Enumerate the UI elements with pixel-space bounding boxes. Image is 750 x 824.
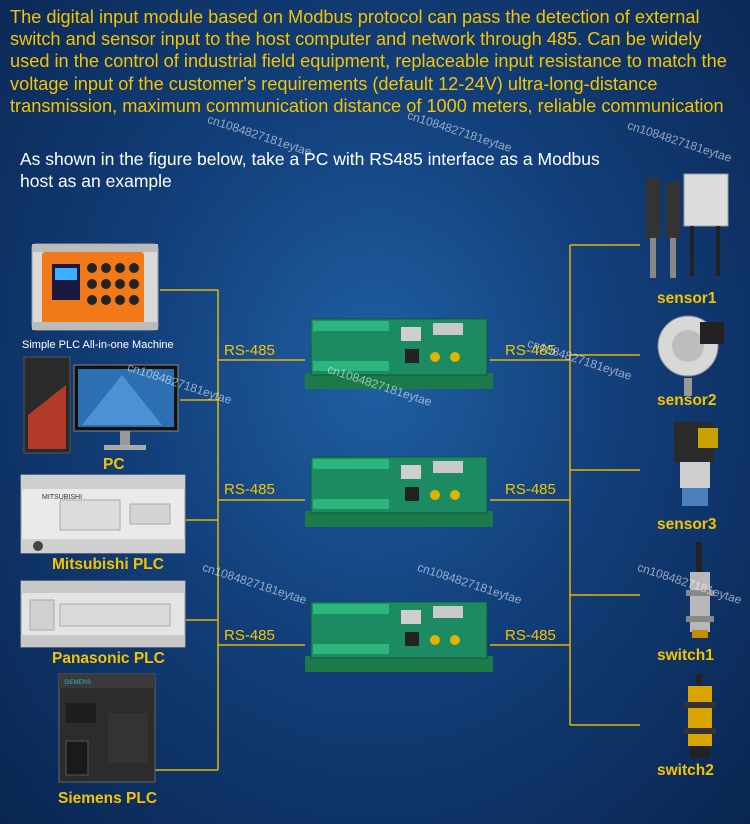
siemens-brand-text: SIEMENS bbox=[64, 680, 91, 686]
siemens-plc-image: SIEMENS bbox=[58, 673, 156, 783]
plc-all-in-one-label: Simple PLC All-in-one Machine bbox=[22, 339, 174, 351]
mitsubishi-plc-image: MITSUBISHI bbox=[20, 474, 186, 554]
switch2-label: switch2 bbox=[657, 762, 714, 779]
sensor3-image bbox=[674, 422, 718, 506]
switch2-image bbox=[684, 674, 716, 758]
switch1-label: switch1 bbox=[657, 647, 714, 664]
io-module-board-3 bbox=[305, 601, 493, 672]
example-caption: As shown in the figure below, take a PC … bbox=[20, 149, 600, 191]
siemens-plc-label: Siemens PLC bbox=[58, 790, 158, 807]
rs485-label-left-2: RS-485 bbox=[224, 481, 275, 498]
sensor2-image bbox=[657, 315, 724, 396]
sensor1-label: sensor1 bbox=[657, 290, 717, 307]
switch1-image bbox=[686, 542, 714, 638]
sensor1-image bbox=[646, 173, 729, 278]
rs485-label-right-2: RS-485 bbox=[505, 481, 556, 498]
io-module-board-2 bbox=[305, 456, 493, 527]
mitsubishi-brand-text: MITSUBISHI bbox=[42, 494, 82, 501]
sensor2-label: sensor2 bbox=[657, 392, 717, 409]
pc-image bbox=[23, 356, 179, 454]
plc-all-in-one-image bbox=[31, 243, 159, 331]
sensor3-label: sensor3 bbox=[657, 516, 717, 533]
rs485-label-left-1: RS-485 bbox=[224, 342, 275, 359]
panasonic-plc-image bbox=[20, 580, 186, 648]
intro-paragraph: The digital input module based on Modbus… bbox=[10, 7, 727, 116]
panasonic-plc-label: Panasonic PLC bbox=[52, 650, 165, 667]
mitsubishi-plc-label: Mitsubishi PLC bbox=[52, 556, 164, 573]
pc-label: PC bbox=[103, 456, 125, 473]
rs485-label-right-3: RS-485 bbox=[505, 627, 556, 644]
rs485-label-left-3: RS-485 bbox=[224, 627, 275, 644]
rs485-label-right-1: RS-485 bbox=[505, 342, 556, 359]
io-module-board-1 bbox=[305, 318, 493, 389]
